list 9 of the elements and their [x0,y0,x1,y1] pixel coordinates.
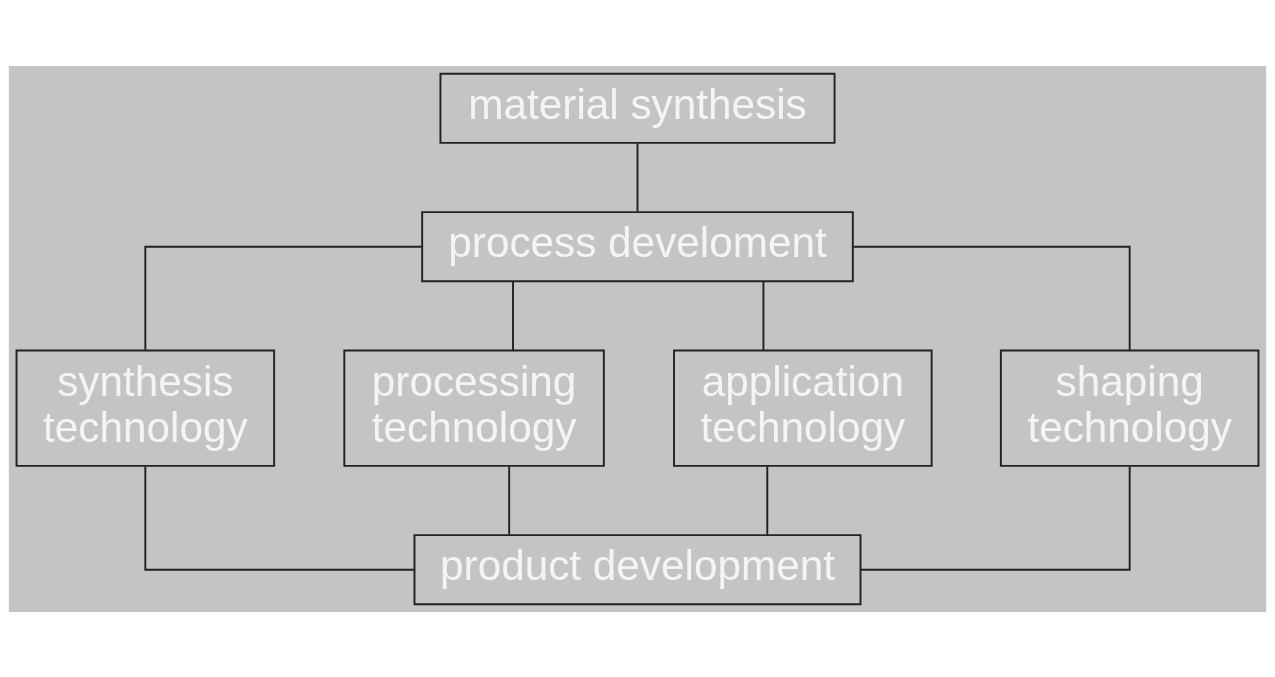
connector [852,245,1131,351]
connector [508,465,511,535]
connector [636,141,639,212]
connector [144,245,423,351]
connector [144,465,416,571]
connector [762,280,765,351]
connector [766,465,769,535]
connector [512,280,514,351]
connector [859,465,1131,571]
